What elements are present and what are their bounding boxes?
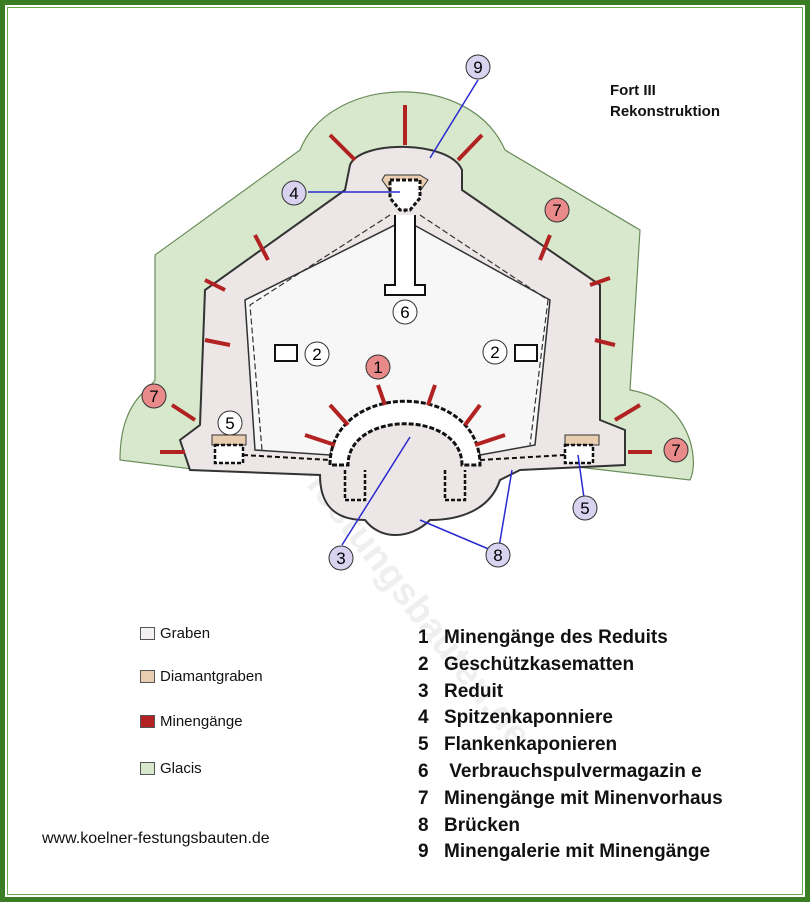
diamantgraben-left [211, 434, 247, 446]
svg-text:9: 9 [473, 58, 482, 77]
legend-item-diamantgraben: Diamantgraben [140, 668, 263, 685]
flank-wall-left [242, 454, 331, 461]
svg-text:2: 2 [312, 345, 321, 364]
leader-lines [308, 79, 586, 554]
svg-text:7: 7 [149, 387, 158, 406]
diagram-title: Fort III Rekonstruktion [610, 82, 721, 120]
svg-text:6: 6 [400, 303, 409, 322]
svg-text:4: 4 [289, 184, 298, 203]
callout-7-right: 7 [663, 437, 689, 463]
minengaenge-lines [160, 105, 652, 454]
callout-2-left: 2 [304, 341, 330, 367]
callout-6: 6 [392, 299, 418, 325]
swatch-minengaenge [140, 715, 155, 728]
callout-9: 9 [465, 54, 491, 80]
svg-text:3: 3 [336, 549, 345, 568]
callout-7-top-right: 7 [544, 197, 570, 223]
svg-text:5: 5 [225, 414, 234, 433]
callout-7-left: 7 [141, 383, 167, 409]
callout-1: 1 [365, 354, 391, 380]
flank-wall-right [479, 454, 566, 461]
reduit [328, 399, 482, 467]
spitzenkaponniere [388, 178, 422, 212]
diamantgraben-right [564, 434, 600, 446]
svg-text:5: 5 [580, 499, 589, 518]
source-url: www.koelner-festungsbauten.de [42, 830, 270, 847]
legend-item-graben: Graben [140, 625, 210, 642]
swatch-graben [140, 627, 155, 640]
callout-5-right: 5 [572, 495, 598, 521]
legend-item-minengaenge: Minengänge [140, 713, 243, 730]
svg-text:1: 1 [373, 358, 382, 377]
callout-5-left: 5 [217, 410, 243, 436]
glacis-area [119, 91, 694, 481]
key-row: 6 Verbrauchspulvermagazin e [418, 760, 702, 782]
geschuetzkasematte-right [514, 344, 538, 362]
callout-2-right: 2 [482, 339, 508, 365]
legend-item-glacis: Glacis [140, 760, 202, 777]
inner-wall-line [249, 214, 549, 451]
callout-3: 3 [328, 545, 354, 571]
svg-text:7: 7 [671, 441, 680, 460]
callout-4: 4 [281, 180, 307, 206]
svg-text:8: 8 [493, 546, 502, 565]
verbrauchspulvermagazin [384, 215, 426, 296]
svg-text:7: 7 [552, 201, 561, 220]
flankenkaponniere-left [213, 443, 245, 465]
geschuetzkasematte-left [274, 344, 298, 362]
svg-text:2: 2 [490, 343, 499, 362]
swatch-glacis [140, 762, 155, 775]
swatch-diamantgraben [140, 670, 155, 683]
reduit-inner [343, 470, 467, 502]
callout-8: 8 [485, 542, 511, 568]
